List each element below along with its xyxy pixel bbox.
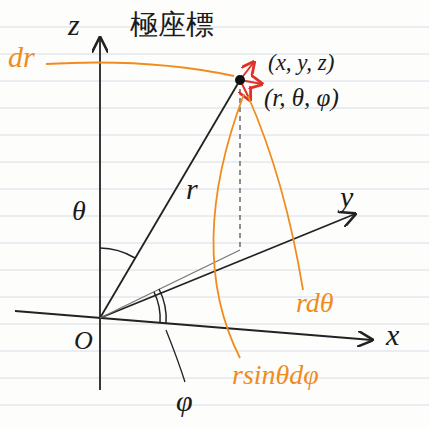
radius-label: r	[186, 172, 198, 205]
radius-and-projection	[100, 80, 240, 382]
page-title: 極座標	[130, 10, 214, 41]
point	[235, 75, 245, 85]
angle-label: φ	[176, 384, 193, 417]
polar-label: (r, θ, φ)	[264, 84, 339, 112]
axis-label: x	[386, 318, 399, 351]
notebook-rules	[0, 27, 429, 405]
cartesian-label: (x, y, z)	[268, 50, 334, 75]
axis-label: y	[340, 180, 353, 213]
axis-label: z	[68, 8, 80, 41]
increment-label: dr	[8, 40, 35, 73]
increment-label: rsinθdφ	[232, 360, 319, 391]
angle-label: θ	[72, 196, 86, 227]
axes	[15, 38, 372, 390]
origin-label: O	[74, 327, 93, 356]
increment-label: rdθ	[296, 288, 334, 319]
